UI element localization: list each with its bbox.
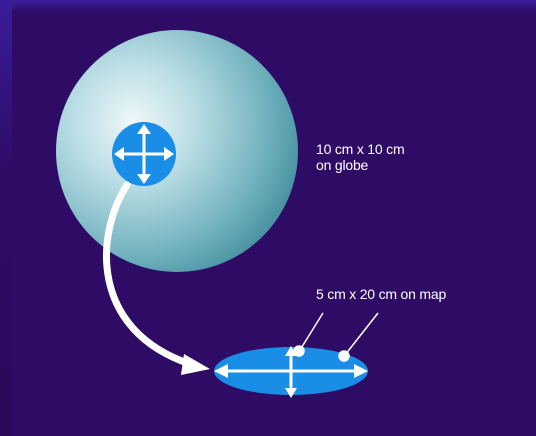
map-size-label: 5 cm x 20 cm on map [316,286,447,302]
globe-patch [112,122,176,186]
frame-left-band [0,0,12,436]
map-pointer-lines [293,312,379,362]
globe-size-label: 10 cm x 10 cm on globe [316,141,405,173]
globe [56,30,298,272]
map-patch [214,346,368,398]
projection-arrow [103,181,210,375]
globe-size-label-line2: on globe [316,157,369,173]
globe-size-label-line1: 10 cm x 10 cm [316,141,405,157]
frame-top-band [0,0,536,12]
